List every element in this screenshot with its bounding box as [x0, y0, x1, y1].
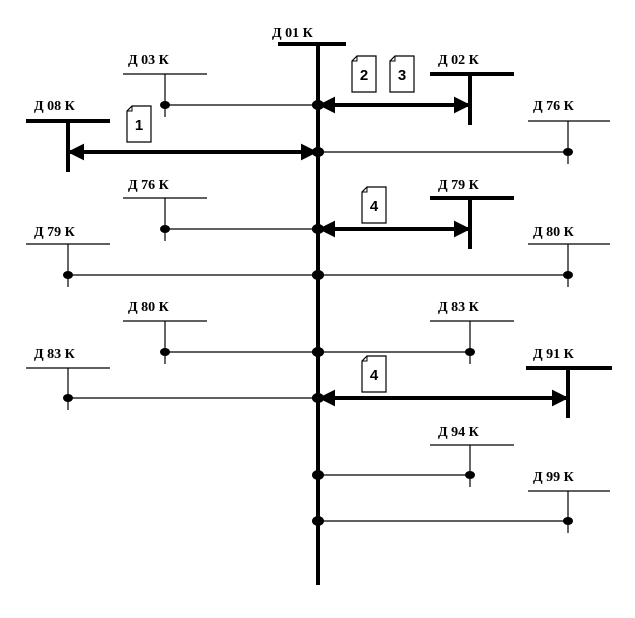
node-label: Д 03 К [128, 53, 170, 68]
node-label: Д 80 К [533, 225, 575, 240]
end-dot [465, 471, 475, 479]
node-label: Д 83 К [34, 347, 76, 362]
tag-box: 4 [361, 355, 387, 393]
end-dot [465, 348, 475, 356]
node-label: Д 91 К [533, 347, 575, 362]
branch-2: Д 08 К 1 [26, 99, 324, 172]
branch-7: Д 80 К [312, 225, 610, 287]
end-dot [563, 517, 573, 525]
tag-box: 3 [389, 55, 415, 93]
node-label: Д 76 К [533, 99, 575, 114]
branch-0: Д 03 К [123, 53, 324, 117]
tag-box: 1 [126, 105, 152, 143]
branch-1: Д 02 К 2 3 [312, 53, 514, 125]
branch-11: Д 91 К 4 [312, 347, 612, 418]
junction-dot [312, 393, 324, 403]
end-dot [63, 394, 73, 402]
end-dot [160, 101, 170, 109]
end-dot [63, 271, 73, 279]
node-label: Д 80 К [128, 300, 170, 315]
branch-13: Д 99 К [312, 470, 610, 533]
node-label: Д 79 К [34, 225, 76, 240]
node-label: Д 83 К [438, 300, 480, 315]
end-dot [563, 271, 573, 279]
node-label: Д 94 К [438, 425, 480, 440]
tag-outline [361, 355, 387, 393]
root-label: Д 01 К [272, 26, 314, 41]
junction-dot [312, 224, 324, 234]
junction-dot [312, 270, 324, 280]
node-label: Д 02 К [438, 53, 480, 68]
tag-number: 1 [135, 117, 143, 134]
tag-fold [352, 56, 358, 62]
node-label: Д 79 К [438, 178, 480, 193]
branch-4: Д 76 К [123, 178, 324, 241]
tag-fold [362, 187, 368, 193]
tag-outline [126, 105, 152, 143]
tag-fold [390, 56, 396, 62]
branch-3: Д 76 К [312, 99, 610, 164]
tag-fold [362, 356, 368, 362]
tag-outline [351, 55, 377, 93]
tag-number: 4 [370, 198, 379, 215]
tag-number: 2 [360, 67, 368, 84]
tag-box: 4 [361, 186, 387, 224]
branch-5: Д 79 К 4 [312, 178, 514, 249]
tag-box: 2 [351, 55, 377, 93]
junction-dot [312, 100, 324, 110]
tag-outline [389, 55, 415, 93]
end-dot [160, 348, 170, 356]
tag-number: 3 [398, 67, 406, 84]
branch-12: Д 94 К [312, 425, 514, 487]
tag-number: 4 [370, 367, 379, 384]
junction-dot [312, 147, 324, 157]
end-dot [563, 148, 573, 156]
node-label: Д 99 К [533, 470, 575, 485]
branch-10: Д 83 К [26, 347, 324, 410]
junction-dot [312, 347, 324, 357]
node-label: Д 08 К [34, 99, 76, 114]
junction-dot [312, 516, 324, 526]
tag-fold [127, 106, 133, 112]
tag-outline [361, 186, 387, 224]
node-label: Д 76 К [128, 178, 170, 193]
branch-6: Д 79 К [26, 225, 324, 287]
junction-dot [312, 470, 324, 480]
branch-9: Д 83 К [312, 300, 514, 364]
end-dot [160, 225, 170, 233]
branch-8: Д 80 К [123, 300, 324, 364]
